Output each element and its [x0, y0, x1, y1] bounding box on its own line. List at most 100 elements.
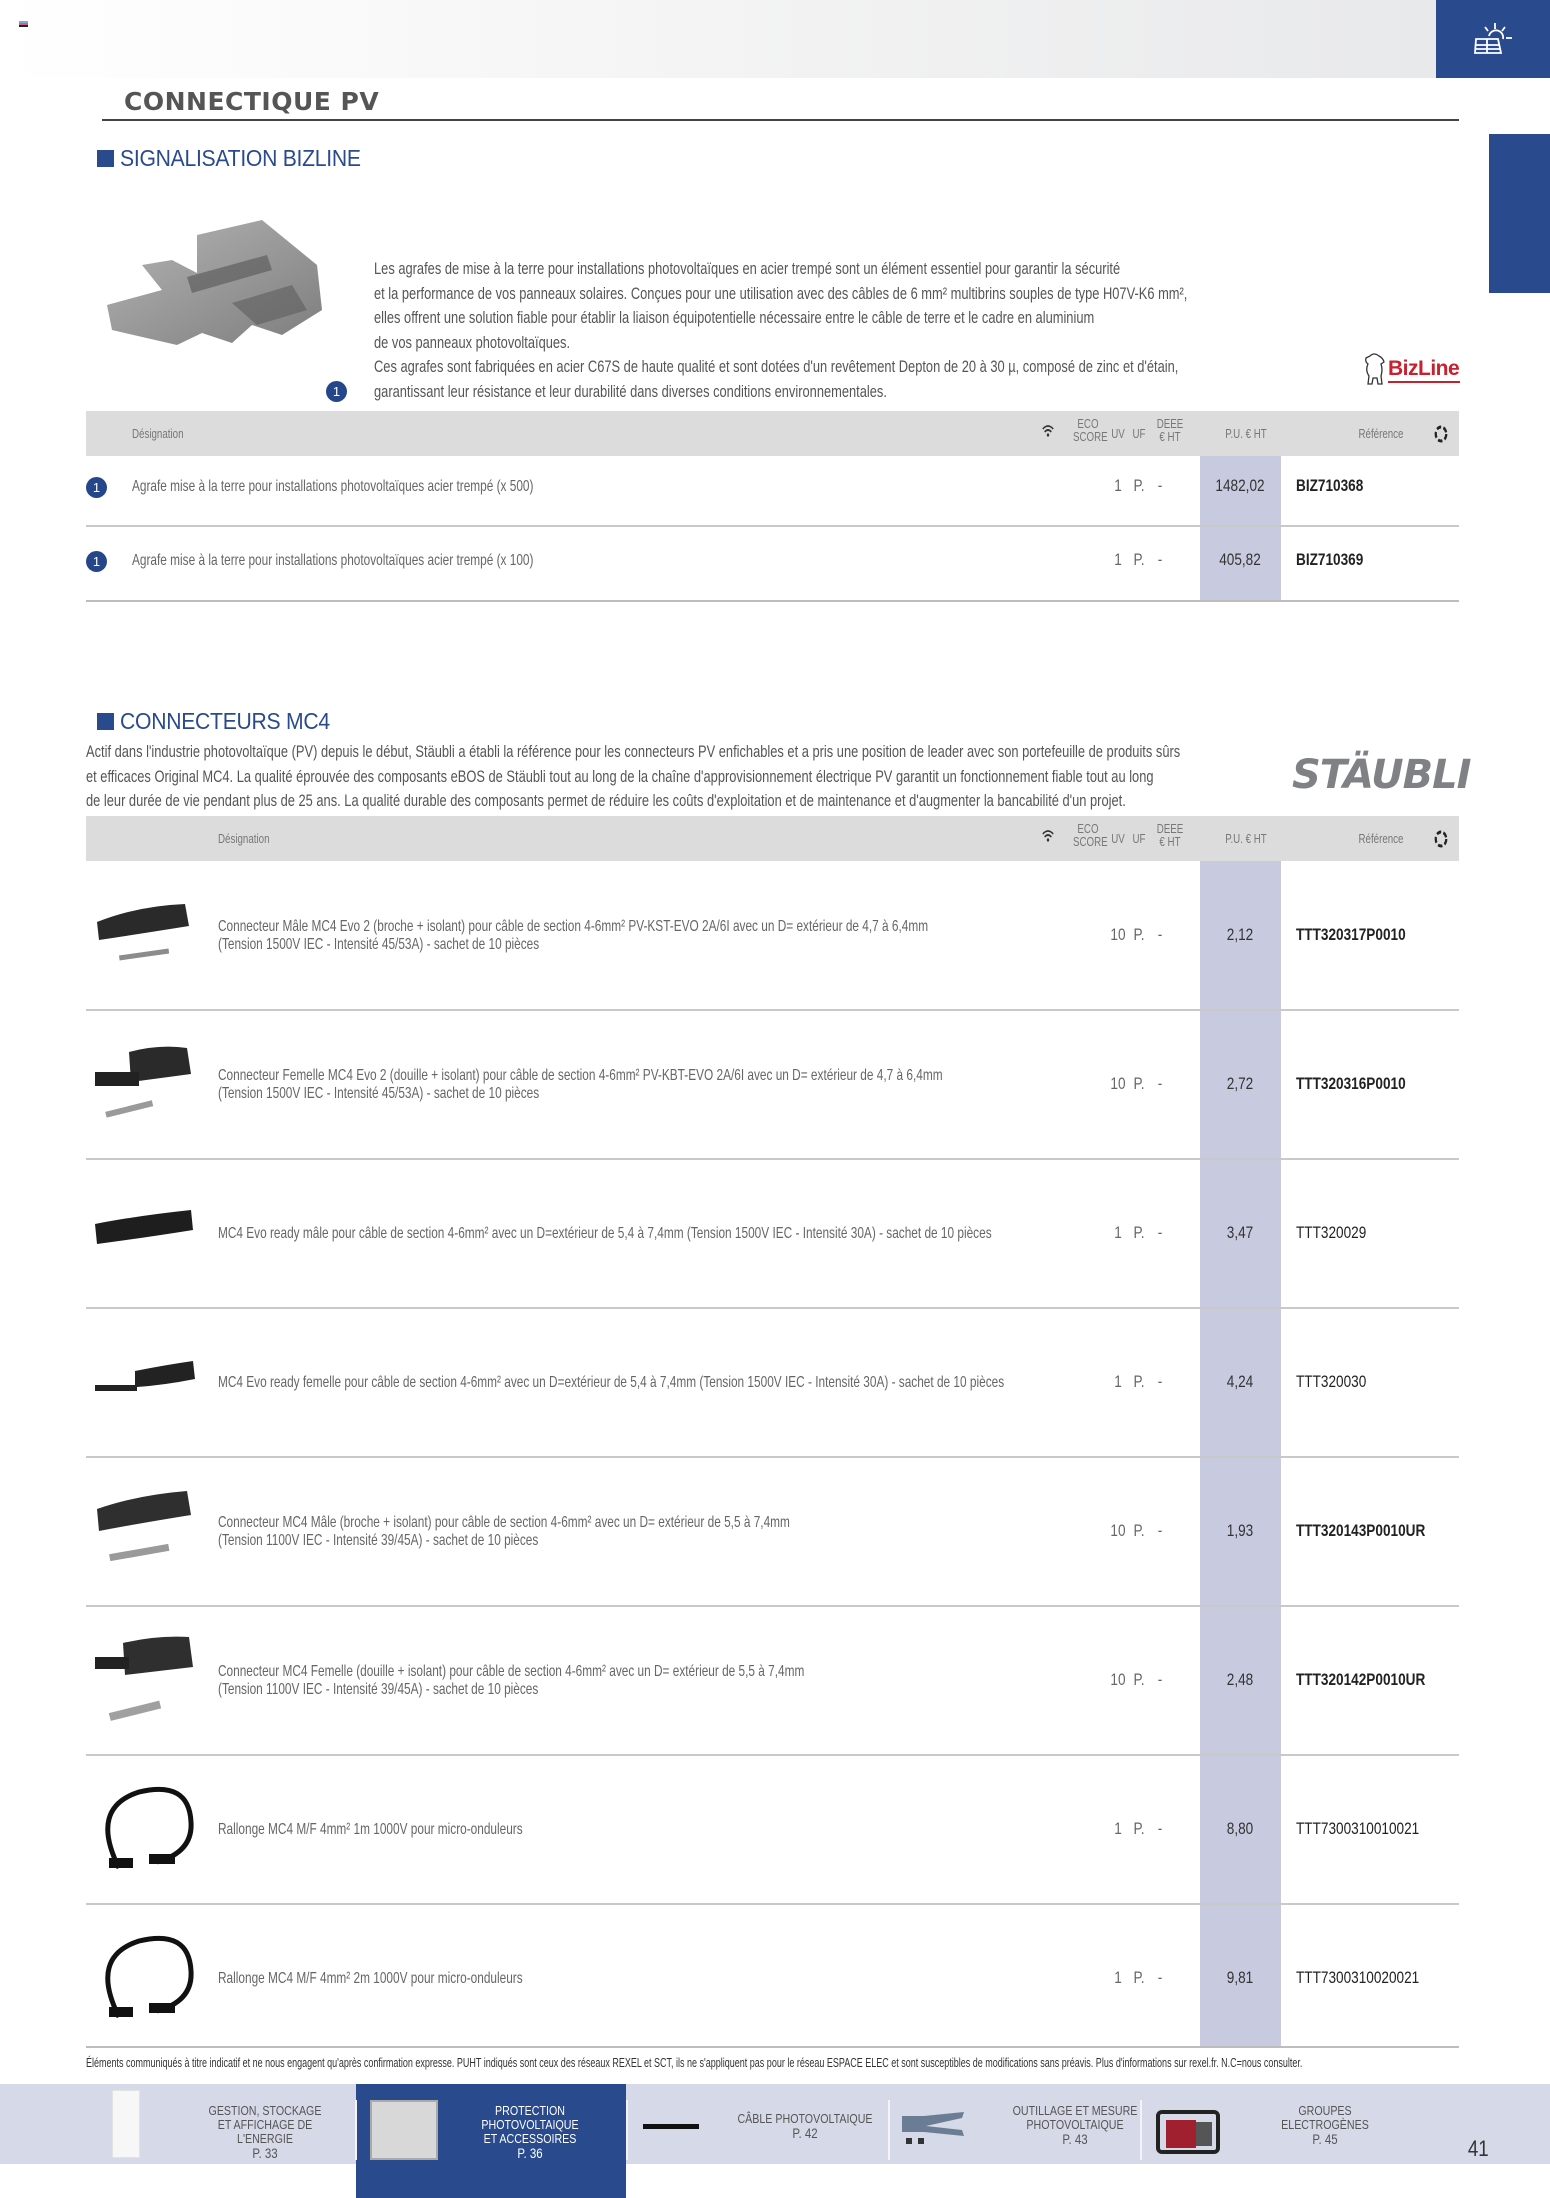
product-image: [86, 1922, 201, 2032]
row-uf: P.: [1133, 1372, 1145, 1391]
row-reference[interactable]: TTT320030: [1296, 1372, 1367, 1391]
row-reference[interactable]: TTT320317P0010: [1296, 925, 1406, 944]
row-uf: P.: [1133, 1968, 1145, 1987]
table-row[interactable]: Connecteur Mâle MC4 Evo 2 (broche + isol…: [86, 861, 1459, 1010]
row-reference[interactable]: TTT320029: [1296, 1223, 1367, 1242]
row-deee: -: [1157, 1819, 1163, 1838]
row-designation: MC4 Evo ready femelle pour câble de sect…: [218, 1373, 1005, 1391]
row-reference[interactable]: TTT320143P0010UR: [1296, 1521, 1426, 1540]
price-column-highlight: [1200, 861, 1281, 2046]
nav-separator: [1140, 2100, 1142, 2160]
product-image: [86, 1177, 201, 1287]
table-row[interactable]: MC4 Evo ready mâle pour câble de section…: [86, 1159, 1459, 1308]
row-reference[interactable]: TTT320142P0010UR: [1296, 1670, 1426, 1689]
description-line: et efficaces Original MC4. La qualité ép…: [86, 767, 1154, 786]
table-row[interactable]: Rallonge MC4 M/F 4mm² 2m 1000V pour micr…: [86, 1904, 1459, 2053]
category-tab[interactable]: [1436, 0, 1550, 78]
row-reference[interactable]: BIZ710369: [1296, 550, 1364, 569]
row-deee: -: [1157, 1521, 1163, 1540]
recycle-icon: [1434, 830, 1448, 850]
table-row[interactable]: Connecteur MC4 Mâle (broche + isolant) p…: [86, 1457, 1459, 1606]
row-designation: Rallonge MC4 M/F 4mm² 1m 1000V pour micr…: [218, 1820, 523, 1838]
product-image: [86, 1326, 201, 1436]
row-deee: -: [1157, 550, 1163, 569]
title-divider: [102, 119, 1459, 121]
row-reference[interactable]: TTT320316P0010: [1296, 1074, 1406, 1093]
col-reference: Référence: [1358, 831, 1404, 846]
row-uv: 10: [1110, 1074, 1126, 1093]
row-reference[interactable]: BIZ710368: [1296, 476, 1364, 495]
table-row[interactable]: 1 Agrafe mise à la terre pour installati…: [86, 456, 1459, 528]
row-price: 2,48: [1226, 1670, 1254, 1689]
col-reference: Référence: [1358, 426, 1404, 441]
legal-footnote: Éléments communiqués à titre indicatif e…: [86, 2056, 1303, 2070]
row-divider: [86, 1307, 1459, 1309]
row-uv: 10: [1110, 1521, 1126, 1540]
nav-thumb-storage: [112, 2090, 140, 2158]
bizline-logo-text: BizLine: [1388, 357, 1460, 380]
table-row[interactable]: Connecteur Femelle MC4 Evo 2 (douille + …: [86, 1010, 1459, 1159]
row-uf: P.: [1133, 925, 1145, 944]
col-deee: DEEE€ HT: [1156, 416, 1184, 444]
price-column-highlight: [1200, 456, 1281, 601]
row-designation: Connecteur MC4 Femelle (douille + isolan…: [218, 1662, 805, 1698]
side-chapter-tab[interactable]: [1489, 134, 1550, 293]
product-image-grounding-clip: [92, 215, 328, 365]
description-line: de vos panneaux photovoltaïques.: [374, 333, 571, 352]
bear-mascot-icon: [1365, 353, 1385, 385]
col-deee: DEEE€ HT: [1156, 821, 1184, 849]
row-uv: 1: [1114, 1819, 1122, 1838]
section-heading-mc4: CONNECTEURS MC4: [97, 708, 348, 735]
recycle-icon: [1434, 425, 1448, 445]
solar-panel-sun-icon: [1474, 23, 1512, 54]
row-uv: 10: [1110, 925, 1126, 944]
description-line: de leur durée de vie pendant plus de 25 …: [86, 792, 1126, 810]
bizline-logo: BizLine: [1362, 352, 1460, 388]
row-divider: [86, 1456, 1459, 1458]
row-price: 1,93: [1226, 1521, 1254, 1540]
table-row[interactable]: Rallonge MC4 M/F 4mm² 1m 1000V pour micr…: [86, 1755, 1459, 1904]
table-row[interactable]: Connecteur MC4 Femelle (douille + isolan…: [86, 1606, 1459, 1755]
product-image: [86, 1773, 201, 1883]
col-price: P.U. € HT: [1225, 831, 1267, 846]
table-bottom-rule: [86, 600, 1459, 602]
row-deee: -: [1157, 1372, 1163, 1391]
row-uf: P.: [1133, 550, 1145, 569]
row-divider: [86, 1903, 1459, 1905]
product-image: [86, 879, 201, 989]
row-uf: P.: [1133, 1670, 1145, 1689]
wifi-icon: [1042, 424, 1054, 440]
row-deee: -: [1157, 1670, 1163, 1689]
page-number: 41: [1467, 2136, 1489, 2161]
row-uf: P.: [1133, 1223, 1145, 1242]
print-color-marks: [19, 21, 28, 29]
product-image: [86, 1624, 201, 1734]
row-deee: -: [1157, 476, 1163, 495]
row-designation: Connecteur Femelle MC4 Evo 2 (douille + …: [218, 1066, 943, 1102]
col-designation: Désignation: [218, 831, 270, 846]
row-divider: [86, 1754, 1459, 1756]
row-reference[interactable]: TTT7300310020021: [1296, 1968, 1420, 1987]
row-reference[interactable]: TTT7300310010021: [1296, 1819, 1420, 1838]
section-title: CONNECTEURS MC4: [120, 708, 330, 734]
description-line: et la performance de vos panneaux solair…: [374, 284, 1188, 303]
nav-separator: [355, 2100, 357, 2160]
row-uf: P.: [1133, 1819, 1145, 1838]
row-deee: -: [1157, 925, 1163, 944]
section-bullet: [97, 713, 114, 730]
row-uv: 10: [1110, 1670, 1126, 1689]
col-designation: Désignation: [132, 426, 184, 441]
row-price: 2,72: [1226, 1074, 1254, 1093]
description-line: Les agrafes de mise à la terre pour inst…: [374, 260, 1121, 278]
table-row[interactable]: 1 Agrafe mise à la terre pour installati…: [86, 530, 1459, 602]
col-price: P.U. € HT: [1225, 426, 1267, 441]
table-row[interactable]: MC4 Evo ready femelle pour câble de sect…: [86, 1308, 1459, 1457]
